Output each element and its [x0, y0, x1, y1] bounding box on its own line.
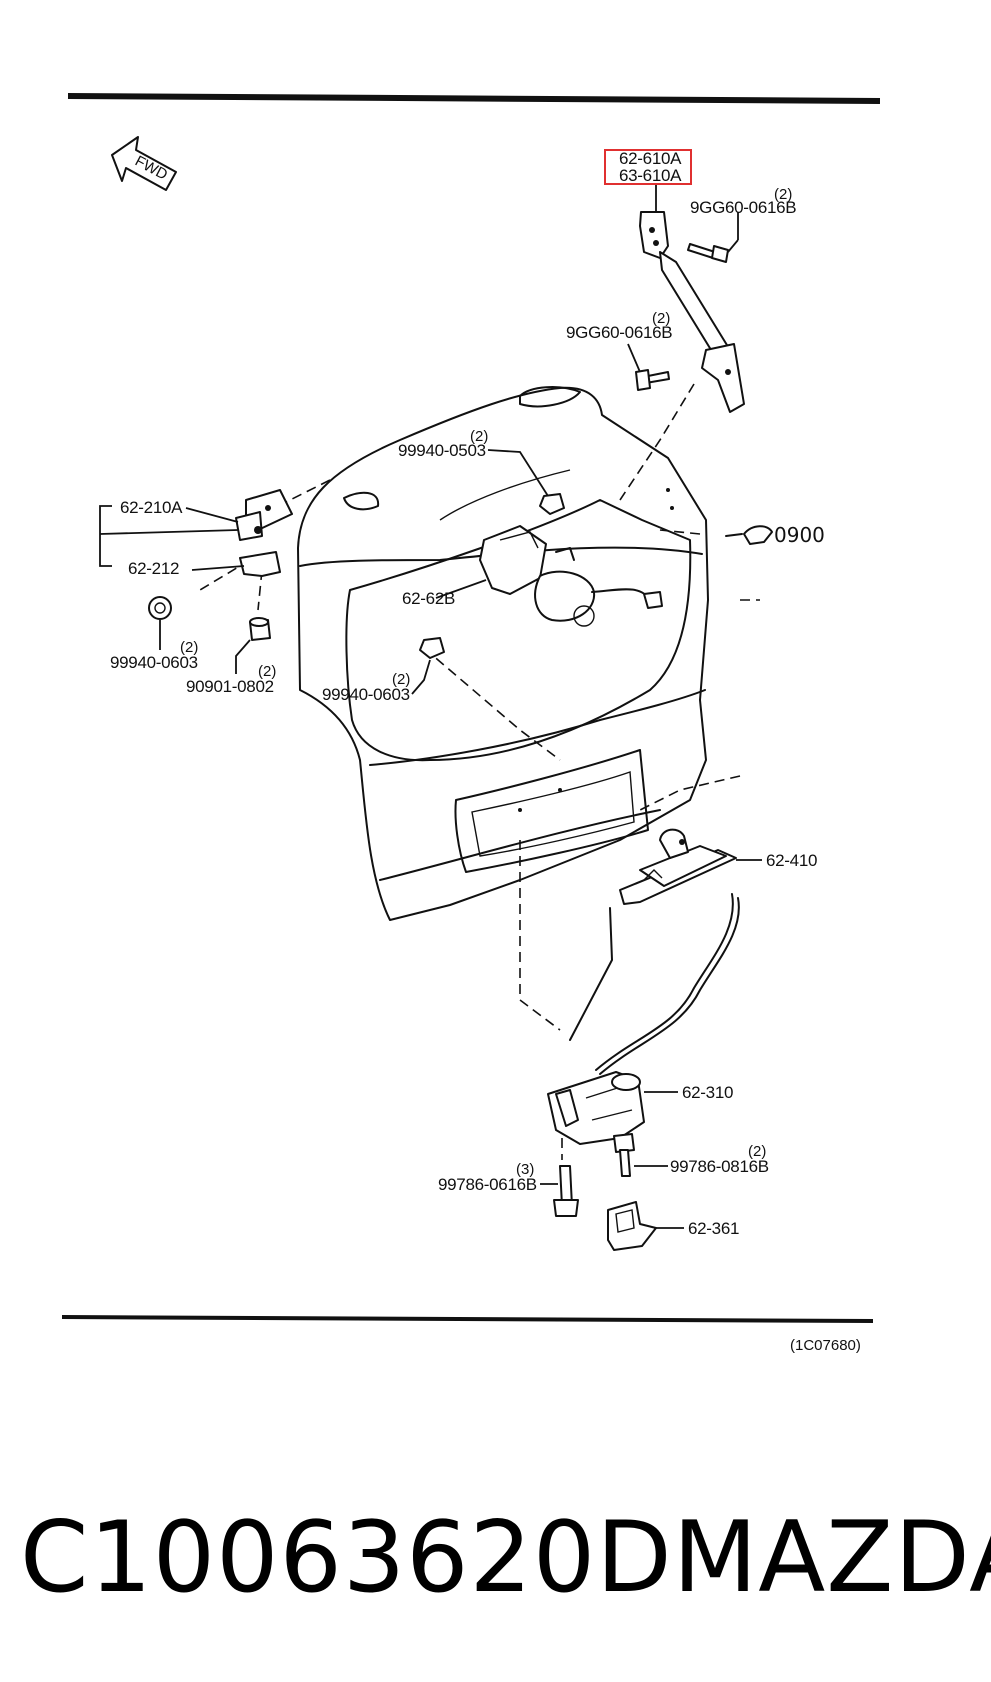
label-bolt-lower[interactable]: 9GG60-0616B — [566, 323, 673, 342]
qty-nut-left: (2) — [180, 639, 198, 656]
qty-bolt-upper: (2) — [774, 186, 792, 203]
gas-strut-icon — [639, 185, 745, 413]
figure-code: (1C07680) — [790, 1337, 861, 1354]
latch-icon — [547, 1071, 645, 1145]
label-hinge[interactable]: 62-210A — [120, 498, 183, 517]
qty-bolt-lower: (2) — [652, 310, 670, 327]
label-wiring-ref[interactable]: 0900 — [774, 523, 825, 547]
qty-nut-upper: (2) — [470, 428, 488, 445]
bottom-caption: C10063620D MAZDA — [0, 1488, 991, 1628]
nut-upper-icon — [539, 493, 565, 515]
label-hinge-bracket[interactable]: 62-212 — [128, 559, 179, 578]
top-rule — [67, 93, 881, 104]
control-rods — [569, 893, 740, 1075]
nut-left-icon — [148, 596, 172, 620]
qty-collar-left: (2) — [258, 663, 276, 680]
qty-nut-center: (2) — [392, 671, 410, 688]
label-nut-upper[interactable]: 99940-0503 — [398, 441, 486, 460]
label-bolt-latch-right[interactable]: 99786-0816B — [670, 1157, 769, 1176]
qty-bolt-latch-right: (2) — [748, 1143, 766, 1160]
fwd-label: FWD — [132, 153, 170, 184]
label-nut-left[interactable]: 99940-0603 — [110, 653, 198, 672]
bottom-rule — [61, 1315, 874, 1323]
label-latch[interactable]: 62-310 — [682, 1083, 733, 1102]
bolt-latch-left-icon — [553, 1165, 579, 1217]
label-switch-assembly[interactable]: 62-62B — [402, 589, 455, 608]
highlighted-part-line-1: 62-610A — [619, 149, 682, 168]
liftgate-panel — [297, 386, 709, 921]
label-striker[interactable]: 62-361 — [688, 1219, 739, 1238]
fwd-arrow-icon: FWD — [111, 136, 177, 191]
highlighted-part-line-2: 63-610A — [619, 166, 682, 185]
striker-icon — [607, 1201, 657, 1251]
label-bolt-upper[interactable]: 9GG60-0616B — [690, 198, 797, 217]
collar-left-icon — [249, 617, 271, 641]
label-handle[interactable]: 62-410 — [766, 851, 817, 870]
bolt-lower-icon — [635, 369, 670, 391]
bolt-upper-icon — [687, 243, 729, 263]
caption-brand: MAZDA — [672, 1501, 991, 1615]
caption-part-number: C10063620D — [20, 1501, 673, 1615]
wiring-connector-icon — [725, 525, 773, 545]
label-collar-left[interactable]: 90901-0802 — [186, 677, 274, 696]
highlighted-part-label[interactable]: 62-610A 63-610A — [604, 149, 692, 185]
bolt-latch-right-icon — [613, 1133, 635, 1177]
qty-bolt-latch-left: (3) — [516, 1161, 534, 1178]
nut-center-icon — [419, 637, 445, 659]
label-nut-center[interactable]: 99940-0603 — [322, 685, 410, 704]
label-bolt-latch-left[interactable]: 99786-0616B — [438, 1175, 537, 1194]
handle-icon — [619, 828, 737, 905]
hinge-icon — [235, 489, 293, 577]
switch-cover-icon — [479, 525, 663, 627]
